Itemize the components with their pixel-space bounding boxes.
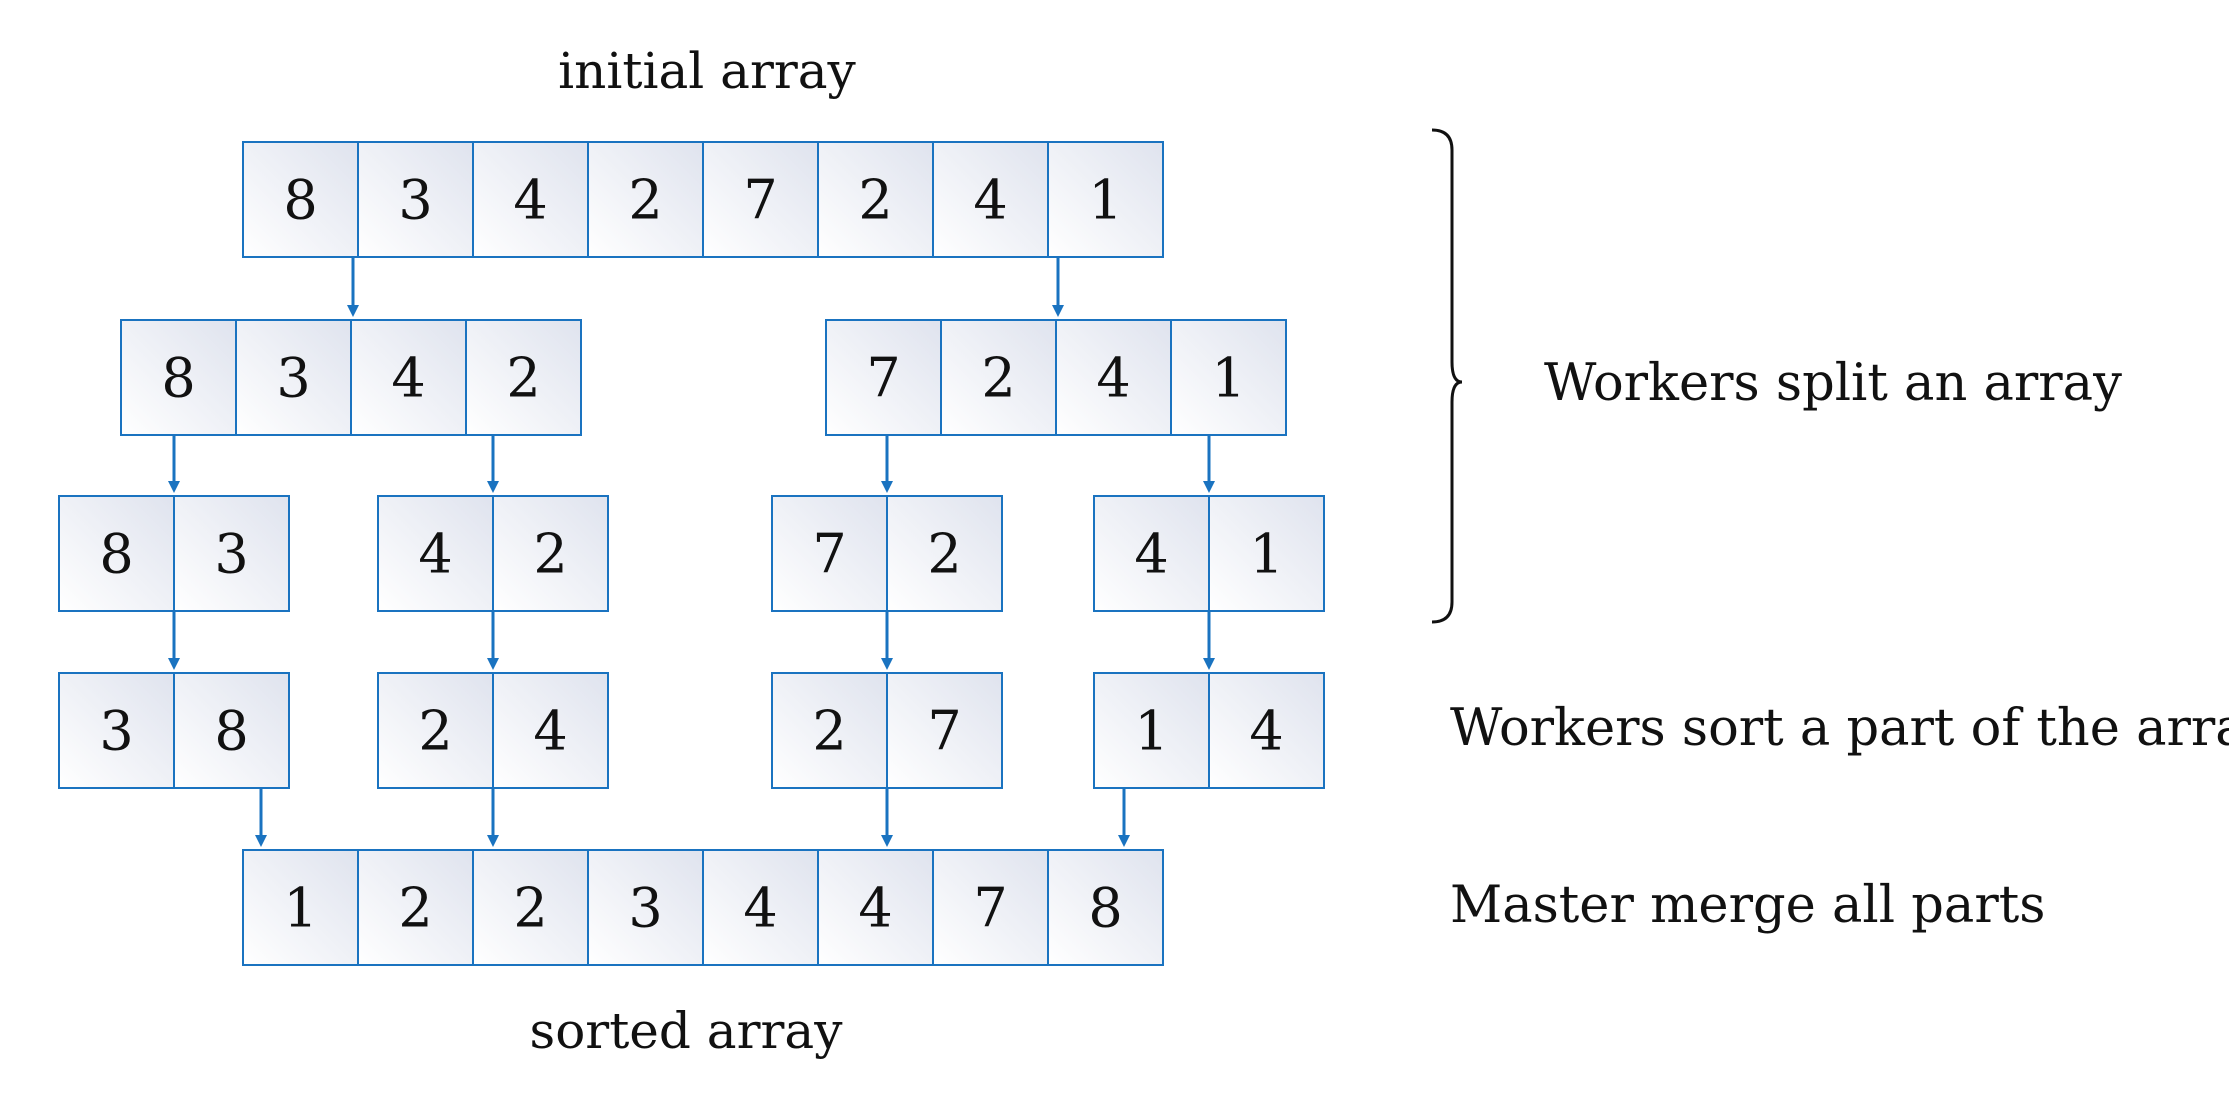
- array-cell: [825, 319, 942, 436]
- array-cell-value: 7: [812, 523, 846, 586]
- array-cell: [886, 672, 1003, 789]
- array-cell: [472, 849, 589, 966]
- array-cell: [492, 672, 609, 789]
- array-cell: [173, 672, 290, 789]
- label-workers-sort: Workers sort a part of the array: [1450, 699, 2229, 758]
- array-cell: [771, 672, 888, 789]
- merged-group-1: 1 2 2 3 4 4 7 8: [242, 849, 1164, 966]
- array-cell: [58, 672, 175, 789]
- array-cell: [1170, 319, 1287, 436]
- half-group-1: 8 3 4 2: [120, 319, 582, 436]
- array-cell-value: 8: [1088, 877, 1122, 940]
- array-cell-value: 2: [506, 347, 540, 410]
- array-cell-value: 8: [283, 169, 317, 232]
- initial-group-1: 8 3 4 2 7 2 4 1: [242, 141, 1164, 258]
- array-cell-value: 2: [533, 523, 567, 586]
- array-cell-value: 7: [866, 347, 900, 410]
- array-cell: [587, 849, 704, 966]
- array-cell: [472, 141, 589, 258]
- array-cell-value: 7: [973, 877, 1007, 940]
- array-cell-value: 4: [1249, 700, 1283, 763]
- array-cell-value: 4: [418, 523, 452, 586]
- array-cell-value: 4: [391, 347, 425, 410]
- array-cell: [173, 495, 290, 612]
- array-cell-value: 1: [1249, 523, 1283, 586]
- array-cell-value: 2: [513, 877, 547, 940]
- array-cell-value: 7: [743, 169, 777, 232]
- array-cell: [242, 141, 359, 258]
- array-cell-value: 2: [418, 700, 452, 763]
- array-cell: [1047, 141, 1164, 258]
- array-cell: [817, 141, 934, 258]
- array-cell-value: 3: [214, 523, 248, 586]
- array-cell-value: 3: [398, 169, 432, 232]
- array-cell: [377, 672, 494, 789]
- array-cell-value: 4: [513, 169, 547, 232]
- array-cell: [702, 141, 819, 258]
- array-cell-value: 2: [858, 169, 892, 232]
- array-cell-value: 4: [1134, 523, 1168, 586]
- array-cell: [932, 849, 1049, 966]
- array-cell: [357, 849, 474, 966]
- array-cell-value: 4: [743, 877, 777, 940]
- half-group-2: 7 2 4 1: [825, 319, 1287, 436]
- array-cell: [58, 495, 175, 612]
- array-cell-value: 3: [99, 700, 133, 763]
- array-cell-value: 7: [927, 700, 961, 763]
- array-cell: [1208, 495, 1325, 612]
- array-cell-value: 1: [1088, 169, 1122, 232]
- array-cell-value: 1: [1211, 347, 1245, 410]
- array-cell-value: 4: [858, 877, 892, 940]
- array-cell-value: 2: [981, 347, 1015, 410]
- split-phase-brace: [1431, 128, 1463, 624]
- array-cell: [1093, 495, 1210, 612]
- array-cell: [465, 319, 582, 436]
- caption-sorted-array: sorted array: [530, 1002, 844, 1060]
- array-cell-value: 2: [927, 523, 961, 586]
- array-cell-value: 2: [398, 877, 432, 940]
- array-cell-value: 4: [1096, 347, 1130, 410]
- array-cell-value: 2: [628, 169, 662, 232]
- array-cell: [702, 849, 819, 966]
- array-cell-value: 3: [276, 347, 310, 410]
- array-cell-value: 1: [1134, 700, 1168, 763]
- array-cell-value: 8: [99, 523, 133, 586]
- array-cell: [771, 495, 888, 612]
- array-cell: [235, 319, 352, 436]
- label-master-merge: Master merge all parts: [1450, 876, 2045, 935]
- array-cell-value: 8: [214, 700, 248, 763]
- array-cell-value: 4: [533, 700, 567, 763]
- array-cell: [377, 495, 494, 612]
- array-cell: [120, 319, 237, 436]
- array-cell-value: 2: [812, 700, 846, 763]
- array-cell: [492, 495, 609, 612]
- array-cell-value: 1: [283, 877, 317, 940]
- split-merge-arrows: [168, 257, 1215, 847]
- array-cell: [1208, 672, 1325, 789]
- array-cell: [1047, 849, 1164, 966]
- array-cell: [1093, 672, 1210, 789]
- array-cell: [940, 319, 1057, 436]
- label-workers-split: Workers split an array: [1544, 354, 2122, 413]
- array-cell-value: 4: [973, 169, 1007, 232]
- array-cell: [886, 495, 1003, 612]
- array-cell: [817, 849, 934, 966]
- caption-initial-array: initial array: [558, 42, 856, 100]
- array-cell: [932, 141, 1049, 258]
- array-cell-value: 8: [161, 347, 195, 410]
- array-cell-value: 3: [628, 877, 662, 940]
- array-cell: [357, 141, 474, 258]
